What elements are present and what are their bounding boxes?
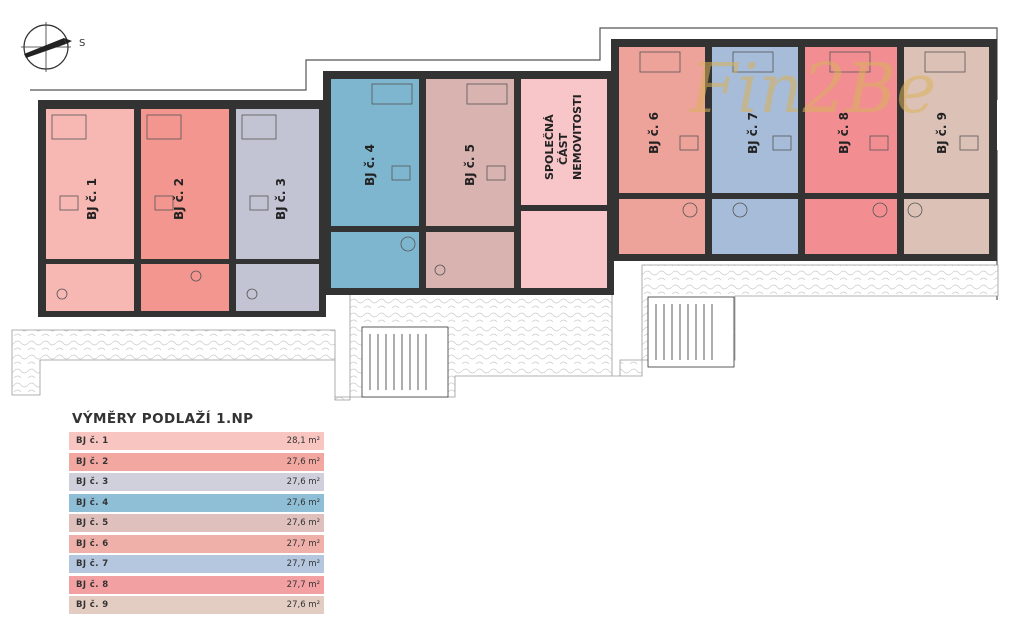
staircase-right <box>647 296 735 368</box>
area-row: BJ č. 3 27,6 m² <box>69 473 324 491</box>
area-value-number: 27,6 <box>286 497 306 508</box>
unit-5-bath <box>426 232 514 288</box>
unit-9-bath <box>904 199 989 254</box>
area-row-value: 27,6 m² <box>287 600 320 610</box>
area-row-value: 27,7 m² <box>287 580 320 590</box>
north-arrow-icon <box>21 22 72 72</box>
area-row: BJ č. 8 27,7 m² <box>69 575 324 594</box>
unit-4-room <box>331 79 419 226</box>
area-row-value: 27,6 m² <box>287 518 320 528</box>
area-row-value: 28,1 m² <box>287 436 320 446</box>
area-value-unit: m² <box>305 559 320 569</box>
unit-6-bath <box>619 199 705 254</box>
brand-watermark: Fin2Be <box>688 50 936 129</box>
area-value-number: 27,7 <box>286 559 306 569</box>
unit-8-bath <box>805 199 897 254</box>
unit-label-4: BJ č. 4 <box>363 144 377 186</box>
area-row-value: 27,6 m² <box>287 457 320 467</box>
area-row-label: BJ č. 1 <box>76 436 109 446</box>
unit-1-bath <box>46 264 134 311</box>
area-value-number: 27,7 <box>286 579 306 590</box>
area-row-value: 27,6 m² <box>287 498 320 508</box>
area-row: BJ č. 9 27,6 m² <box>69 596 324 614</box>
floor-plan: S BJ č. 1 BJ č. 2 BJ č. 3 BJ č. <box>11 22 999 401</box>
common-area-label-2: ČÁST <box>557 132 570 165</box>
paved-terrace <box>11 264 999 401</box>
area-value-number: 27,6 <box>286 456 306 467</box>
area-value-unit: m² <box>305 538 320 549</box>
unit-label-1: BJ č. 1 <box>85 178 99 220</box>
unit-label-3: BJ č. 3 <box>274 178 288 220</box>
common-area-label-3: NEMOVITOSTI <box>571 94 584 180</box>
common-hall <box>521 211 607 288</box>
area-value-number: 28,1 <box>286 436 306 446</box>
area-value-unit: m² <box>305 477 320 487</box>
unit-4-bath <box>331 232 419 288</box>
unit-label-9: BJ č. 9 <box>935 112 949 154</box>
area-row: BJ č. 2 27,6 m² <box>69 452 324 471</box>
area-title: VÝMĚRY PODLAŽÍ 1.NP <box>72 411 254 427</box>
area-row: BJ č. 5 27,6 m² <box>69 514 324 532</box>
area-row: BJ č. 1 28,1 m² <box>69 432 324 450</box>
area-row: BJ č. 6 27,7 m² <box>69 534 324 553</box>
area-row-label: BJ č. 7 <box>76 559 109 569</box>
area-row-value: 27,6 m² <box>287 477 320 487</box>
area-value-number: 27,6 <box>286 600 306 610</box>
area-value-number: 27,7 <box>286 538 306 549</box>
area-row-label: BJ č. 3 <box>76 477 109 487</box>
unit-6-room <box>619 47 705 193</box>
area-row-label: BJ č. 4 <box>76 497 109 508</box>
area-row-label: BJ č. 8 <box>76 579 109 590</box>
area-row-value: 27,7 m² <box>287 539 320 549</box>
unit-label-7: BJ č. 7 <box>746 112 760 154</box>
area-row-label: BJ č. 9 <box>76 600 109 610</box>
area-row-label: BJ č. 5 <box>76 518 109 528</box>
unit-label-2: BJ č. 2 <box>172 178 186 220</box>
area-value-number: 27,6 <box>286 518 306 528</box>
compass-label: S <box>79 38 85 49</box>
area-value-number: 27,6 <box>286 477 306 487</box>
area-value-unit: m² <box>305 436 320 446</box>
unit-2-bath <box>141 264 229 311</box>
unit-8-room <box>805 47 897 193</box>
unit-7-bath <box>712 199 798 254</box>
common-area-label-1: SPOLEČNÁ <box>543 114 556 180</box>
area-row-value: 27,7 m² <box>287 559 320 569</box>
unit-label-5: BJ č. 5 <box>463 144 477 186</box>
unit-1-room <box>46 109 134 259</box>
unit-9-room <box>904 47 989 193</box>
area-value-unit: m² <box>305 497 320 508</box>
area-value-unit: m² <box>305 600 320 610</box>
area-row: BJ č. 4 27,6 m² <box>69 493 324 512</box>
area-value-unit: m² <box>305 518 320 528</box>
area-value-unit: m² <box>305 456 320 467</box>
unit-7-room <box>712 47 798 193</box>
furniture <box>51 51 979 300</box>
area-row-label: BJ č. 6 <box>76 538 109 549</box>
staircase-left <box>361 326 449 398</box>
area-value-unit: m² <box>305 579 320 590</box>
unit-label-8: BJ č. 8 <box>837 112 851 154</box>
unit-5-room <box>426 79 514 226</box>
common-area <box>521 79 607 205</box>
area-row: BJ č. 7 27,7 m² <box>69 555 324 573</box>
area-row-label: BJ č. 2 <box>76 456 109 467</box>
unit-2-room <box>141 109 229 259</box>
unit-label-6: BJ č. 6 <box>647 112 661 154</box>
unit-3-bath <box>236 264 319 311</box>
unit-3-room <box>236 109 319 259</box>
